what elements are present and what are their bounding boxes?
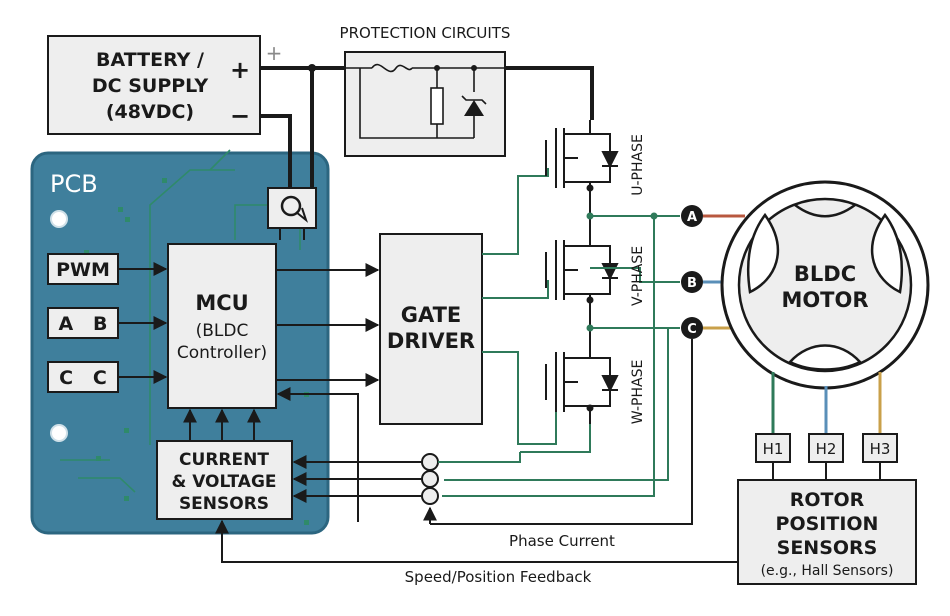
input-ab: A B bbox=[47, 307, 119, 339]
phase-label-u: U-PHASE bbox=[630, 134, 646, 196]
svg-text:A: A bbox=[687, 210, 697, 225]
input-cc-label: C C bbox=[59, 367, 107, 389]
mcu-label-line1: MCU bbox=[195, 291, 248, 315]
current-sense-coils bbox=[421, 453, 439, 505]
dc-bus-wire bbox=[505, 66, 594, 120]
power-wires bbox=[260, 66, 345, 188]
battery-label-line3: (48VDC) bbox=[106, 101, 194, 123]
gate-driver-box: GATE DRIVER bbox=[379, 233, 483, 425]
hall-sensor-h2: H2 bbox=[808, 433, 844, 463]
input-pwm: PWM bbox=[47, 253, 119, 285]
hall-wires bbox=[771, 372, 882, 480]
svg-text:H3: H3 bbox=[870, 440, 891, 458]
phase-label-w: W-PHASE bbox=[630, 360, 646, 425]
mounting-hole bbox=[50, 424, 68, 442]
mosfet-nodes bbox=[586, 184, 594, 412]
mcu-to-driver-arrows bbox=[276, 263, 380, 387]
input-cc: C C bbox=[47, 361, 119, 393]
terminal-b: B bbox=[681, 271, 703, 293]
current-voltage-sensors-box: CURRENT & VOLTAGE SENSORS bbox=[156, 440, 293, 520]
mcu-label-line3: Controller) bbox=[177, 343, 267, 363]
mosfet-u bbox=[545, 120, 619, 216]
speed-feedback-label: Speed/Position Feedback bbox=[405, 568, 592, 586]
mcu-feedback-wire bbox=[276, 387, 359, 522]
sensors-label-line2: & VOLTAGE bbox=[171, 472, 276, 492]
tvs-diode-icon bbox=[461, 95, 487, 116]
hall-sensor-h1: H1 bbox=[755, 433, 791, 463]
motor-label-line1: BLDC bbox=[794, 262, 856, 286]
battery-plus-terminal: + bbox=[230, 56, 250, 84]
protection-box bbox=[344, 51, 506, 157]
rotor-position-sensors-box: ROTOR POSITION SENSORS (e.g., Hall Senso… bbox=[737, 479, 917, 585]
mcu-label-line2: (BLDC bbox=[196, 321, 249, 341]
phase-current-label: Phase Current bbox=[509, 532, 615, 550]
mosfet-w bbox=[545, 328, 619, 424]
sensors-label-line1: CURRENT bbox=[179, 450, 269, 470]
pcb-traces bbox=[60, 149, 316, 493]
sensors-label-line3: SENSORS bbox=[179, 494, 269, 514]
input-arrows bbox=[118, 262, 168, 384]
protection-title: PROTECTION CIRCUITS bbox=[340, 24, 511, 42]
plus-wire-marker: + bbox=[266, 41, 283, 65]
gate-drive-wires bbox=[482, 168, 557, 445]
rotor-label-line3: SENSORS bbox=[777, 537, 878, 559]
svg-text:C: C bbox=[687, 322, 697, 337]
input-pwm-label: PWM bbox=[56, 259, 110, 281]
battery-label-line2: DC SUPPLY bbox=[92, 75, 208, 97]
battery-label-line1: BATTERY / bbox=[96, 49, 204, 71]
hall-sensor-h3: H3 bbox=[862, 433, 898, 463]
input-ab-label: A B bbox=[58, 313, 107, 335]
coil-link-wire bbox=[438, 452, 521, 463]
bldc-motor: BLDC MOTOR bbox=[720, 180, 930, 390]
junction-dot bbox=[308, 64, 316, 72]
speed-feedback-wire bbox=[215, 519, 738, 563]
battery-minus-terminal: − bbox=[230, 102, 250, 130]
mosfet-v bbox=[545, 216, 619, 328]
phase-junctions bbox=[586, 212, 658, 332]
mounting-hole bbox=[50, 210, 68, 228]
fuse-icon bbox=[371, 63, 413, 73]
phase-wires bbox=[442, 215, 680, 497]
svg-text:H2: H2 bbox=[816, 440, 837, 458]
pcb-label: PCB bbox=[50, 170, 98, 198]
sensors-to-mcu-arrows bbox=[183, 408, 261, 441]
terminal-c: C bbox=[681, 317, 703, 339]
rotor-label-line2: POSITION bbox=[776, 513, 879, 535]
phase-label-v: V-PHASE bbox=[630, 246, 646, 306]
phase-c-sense-wire bbox=[430, 339, 693, 525]
battery-box: BATTERY / DC SUPPLY (48VDC) + − bbox=[47, 35, 261, 135]
power-switch-icon bbox=[267, 187, 317, 240]
mcu-box: MCU (BLDC Controller) bbox=[167, 243, 277, 409]
gate-driver-label-line2: DRIVER bbox=[387, 329, 475, 353]
terminal-a: A bbox=[681, 205, 703, 227]
resistor-icon bbox=[430, 87, 444, 125]
gate-driver-label-line1: GATE bbox=[401, 303, 462, 327]
svg-text:B: B bbox=[687, 276, 697, 291]
svg-text:H1: H1 bbox=[763, 440, 784, 458]
motor-label-line2: MOTOR bbox=[781, 288, 868, 312]
rotor-label-line1: ROTOR bbox=[790, 489, 865, 511]
rotor-label-line4: (e.g., Hall Sensors) bbox=[761, 563, 894, 579]
